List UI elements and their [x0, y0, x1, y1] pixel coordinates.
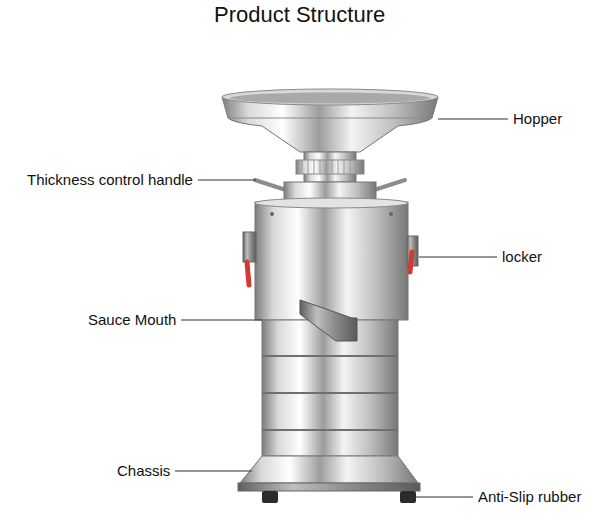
ring-ribs — [302, 160, 356, 174]
leader-line — [175, 471, 252, 472]
thickness-handle — [255, 180, 286, 190]
part-label: Hopper — [513, 110, 562, 128]
screw — [270, 212, 274, 216]
leader-line — [412, 497, 473, 498]
locker-grip — [410, 252, 412, 272]
part-label: locker — [502, 248, 542, 266]
upper-body-drawing — [243, 198, 418, 320]
chassis-base — [240, 456, 418, 483]
leader-line — [419, 257, 497, 258]
hopper-drawing — [222, 89, 438, 152]
screw — [389, 212, 393, 216]
hopper-inside — [230, 93, 430, 104]
lower-body-drawing — [238, 300, 420, 503]
part-label: Sauce Mouth — [88, 311, 176, 329]
leader-line — [181, 320, 262, 321]
upper-top — [255, 198, 408, 208]
chassis-rim — [238, 483, 420, 491]
leader-lines — [175, 119, 508, 497]
hopper-rim — [222, 89, 438, 105]
locker-clamp — [243, 232, 256, 262]
neck-drawing — [255, 152, 405, 202]
upper-body — [255, 202, 408, 320]
sauce-spout — [300, 300, 357, 341]
body-band — [262, 429, 398, 431]
locker-grip — [247, 262, 249, 285]
leader-line — [198, 180, 256, 181]
body-band — [262, 355, 398, 357]
leader-line — [438, 119, 508, 120]
ribbed-ring — [296, 160, 364, 174]
diagram-title: Product Structure — [214, 2, 385, 28]
part-label: Anti-Slip rubber — [478, 488, 581, 506]
lower-body — [262, 320, 398, 456]
part-label: Chassis — [117, 462, 170, 480]
part-label: Thickness control handle — [27, 171, 193, 189]
rubber-foot — [262, 491, 278, 503]
body-band — [262, 392, 398, 394]
hopper-edge — [228, 118, 432, 119]
thickness-handle — [374, 180, 405, 190]
